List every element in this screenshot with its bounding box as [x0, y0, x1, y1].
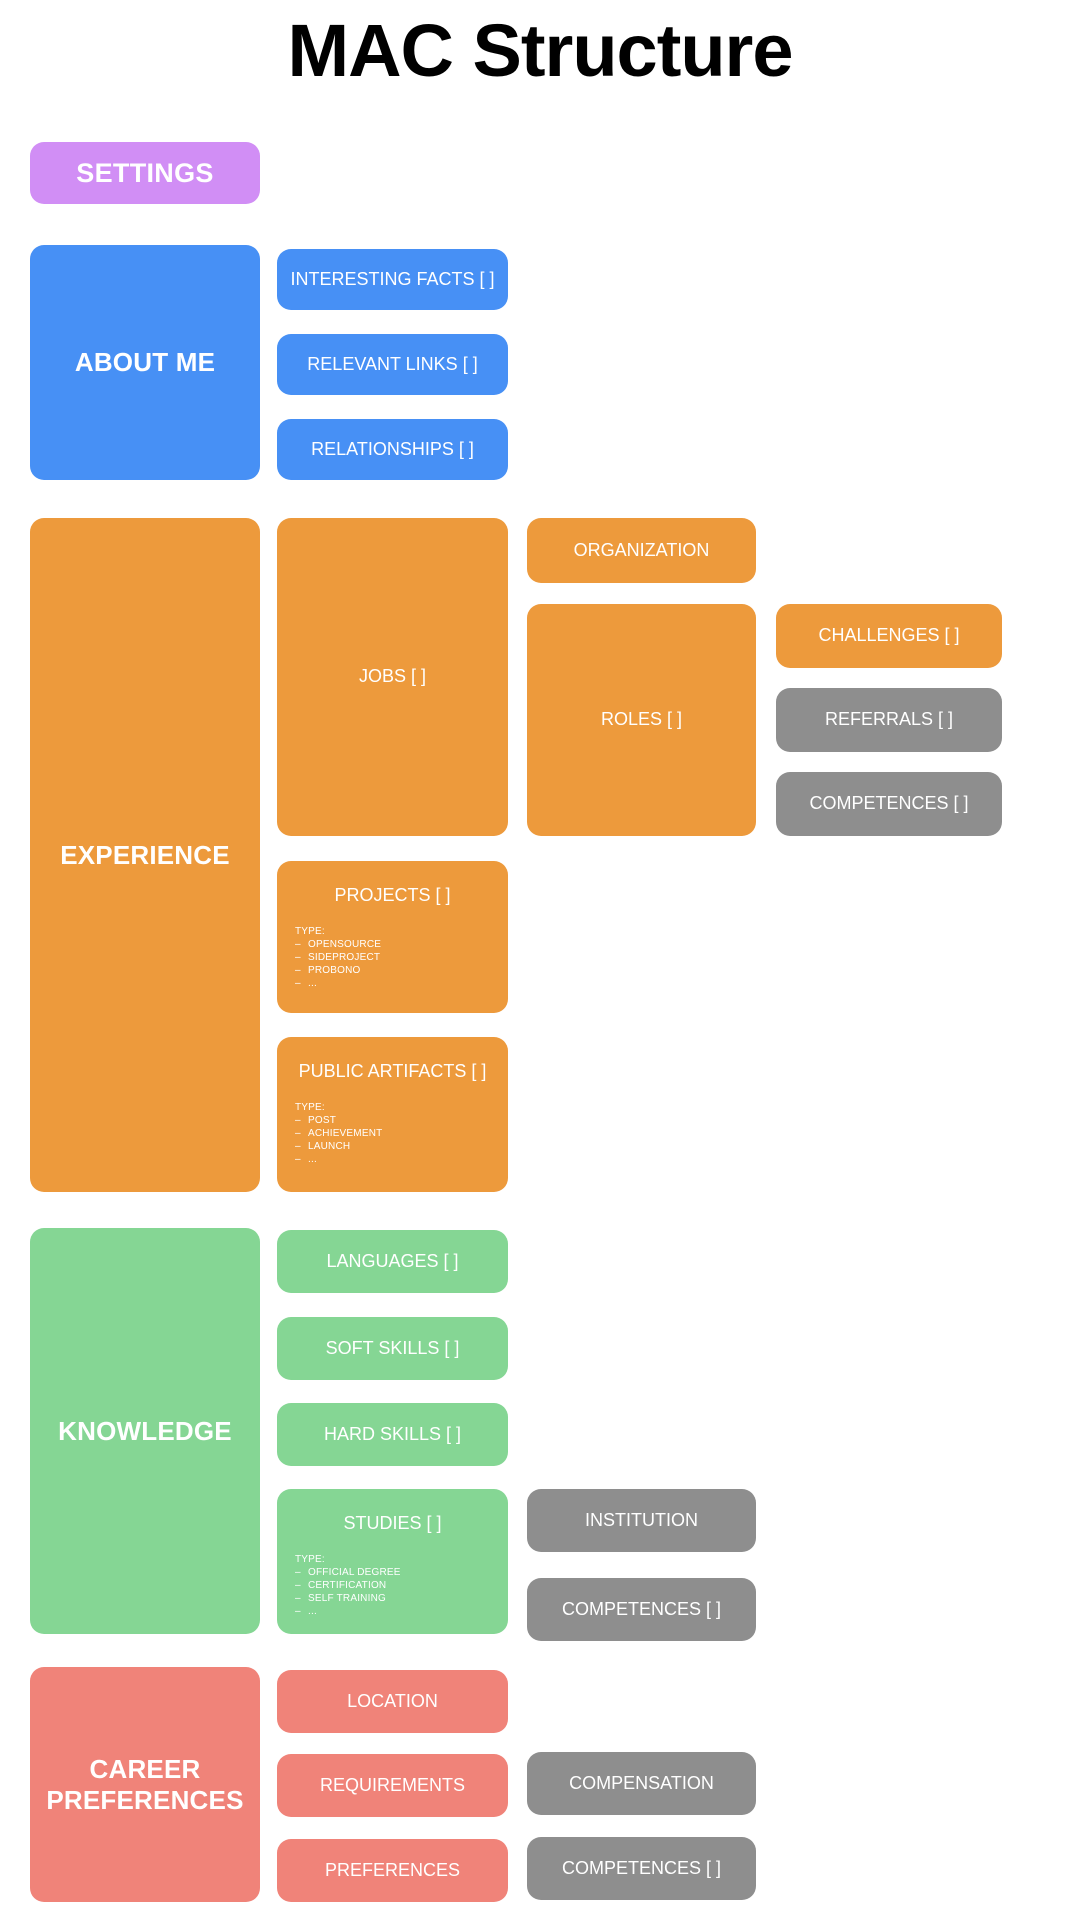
type-item: –CERTIFICATION: [295, 1579, 508, 1592]
type-heading: TYPE:: [295, 1101, 325, 1113]
type-item-label: OPENSOURCE: [308, 938, 382, 950]
dash-glyph: –: [295, 1114, 301, 1126]
knowledge-soft-skills[interactable]: SOFT SKILLS [ ]: [277, 1317, 508, 1380]
about-me-interesting-facts[interactable]: INTERESTING FACTS [ ]: [277, 249, 508, 310]
dash-glyph: –: [295, 951, 301, 963]
knowledge-competences[interactable]: COMPETENCES [ ]: [527, 1578, 756, 1641]
type-item-label: OFFICIAL DEGREE: [308, 1566, 401, 1578]
type-item: –POST: [295, 1114, 508, 1127]
type-item-label: ACHIEVEMENT: [308, 1127, 383, 1139]
experience-projects-type-list: TYPE: –OPENSOURCE –SIDEPROJECT –PROBONO …: [295, 925, 508, 991]
experience-roles[interactable]: ROLES [ ]: [527, 604, 756, 836]
career-preferences-location[interactable]: LOCATION: [277, 1670, 508, 1733]
dash-glyph: –: [295, 965, 301, 977]
dash-glyph: –: [295, 1141, 301, 1153]
type-item-label: CERTIFICATION: [308, 1579, 387, 1591]
type-item: –SIDEPROJECT: [295, 951, 508, 964]
type-item: –...: [295, 977, 508, 990]
about-me-relevant-links[interactable]: RELEVANT LINKS [ ]: [277, 334, 508, 395]
experience-projects[interactable]: PROJECTS [ ] TYPE: –OPENSOURCE –SIDEPROJ…: [277, 861, 508, 1013]
type-item-label: ...: [308, 1154, 317, 1166]
about-me-block[interactable]: ABOUT ME: [30, 245, 260, 480]
type-item: –PROBONO: [295, 964, 508, 977]
type-heading: TYPE:: [295, 1553, 325, 1565]
type-item: –OPENSOURCE: [295, 938, 508, 951]
career-preferences-competences[interactable]: COMPETENCES [ ]: [527, 1837, 756, 1900]
dash-glyph: –: [295, 1127, 301, 1139]
career-preferences-preferences[interactable]: PREFERENCES: [277, 1839, 508, 1902]
dash-glyph: –: [295, 938, 301, 950]
dash-glyph: –: [295, 1579, 301, 1591]
career-preferences-block[interactable]: CAREER PREFERENCES: [30, 1667, 260, 1902]
type-item: –LAUNCH: [295, 1140, 508, 1153]
page-title: MAC Structure: [287, 9, 793, 92]
type-item-label: SELF TRAINING: [308, 1593, 386, 1605]
experience-challenges[interactable]: CHALLENGES [ ]: [776, 604, 1002, 668]
experience-referrals[interactable]: REFERRALS [ ]: [776, 688, 1002, 752]
type-item-label: ...: [308, 1606, 317, 1618]
settings-block[interactable]: SETTINGS: [30, 142, 260, 204]
type-item-label: PROBONO: [308, 965, 361, 977]
knowledge-languages[interactable]: LANGUAGES [ ]: [277, 1230, 508, 1293]
knowledge-block[interactable]: KNOWLEDGE: [30, 1228, 260, 1634]
type-item: –OFFICIAL DEGREE: [295, 1566, 508, 1579]
knowledge-studies[interactable]: STUDIES [ ] TYPE: –OFFICIAL DEGREE –CERT…: [277, 1489, 508, 1634]
type-item-label: ...: [308, 978, 317, 990]
experience-jobs[interactable]: JOBS [ ]: [277, 518, 508, 836]
type-heading: TYPE:: [295, 925, 325, 937]
career-preferences-compensation[interactable]: COMPENSATION: [527, 1752, 756, 1815]
experience-organization[interactable]: ORGANIZATION: [527, 518, 756, 583]
type-item: –SELF TRAINING: [295, 1592, 508, 1605]
knowledge-institution[interactable]: INSTITUTION: [527, 1489, 756, 1552]
type-item-label: SIDEPROJECT: [308, 951, 381, 963]
knowledge-hard-skills[interactable]: HARD SKILLS [ ]: [277, 1403, 508, 1466]
career-preferences-requirements[interactable]: REQUIREMENTS: [277, 1754, 508, 1817]
type-item-label: POST: [308, 1114, 337, 1126]
dash-glyph: –: [295, 1606, 301, 1618]
type-item: –ACHIEVEMENT: [295, 1127, 508, 1140]
dash-glyph: –: [295, 1154, 301, 1166]
experience-public-artifacts-type-list: TYPE: –POST –ACHIEVEMENT –LAUNCH –...: [295, 1101, 508, 1167]
experience-competences[interactable]: COMPETENCES [ ]: [776, 772, 1002, 836]
knowledge-studies-type-list: TYPE: –OFFICIAL DEGREE –CERTIFICATION –S…: [295, 1553, 508, 1619]
dash-glyph: –: [295, 1593, 301, 1605]
experience-public-artifacts-label: PUBLIC ARTIFACTS [ ]: [298, 1061, 487, 1081]
knowledge-studies-label: STUDIES [ ]: [343, 1513, 442, 1533]
experience-block[interactable]: EXPERIENCE: [30, 518, 260, 1192]
type-item: –...: [295, 1153, 508, 1166]
dash-glyph: –: [295, 1566, 301, 1578]
type-item: –...: [295, 1605, 508, 1618]
about-me-relationships[interactable]: RELATIONSHIPS [ ]: [277, 419, 508, 480]
experience-public-artifacts[interactable]: PUBLIC ARTIFACTS [ ] TYPE: –POST –ACHIEV…: [277, 1037, 508, 1192]
type-item-label: LAUNCH: [308, 1141, 351, 1153]
experience-projects-label: PROJECTS [ ]: [334, 885, 451, 905]
dash-glyph: –: [295, 978, 301, 990]
